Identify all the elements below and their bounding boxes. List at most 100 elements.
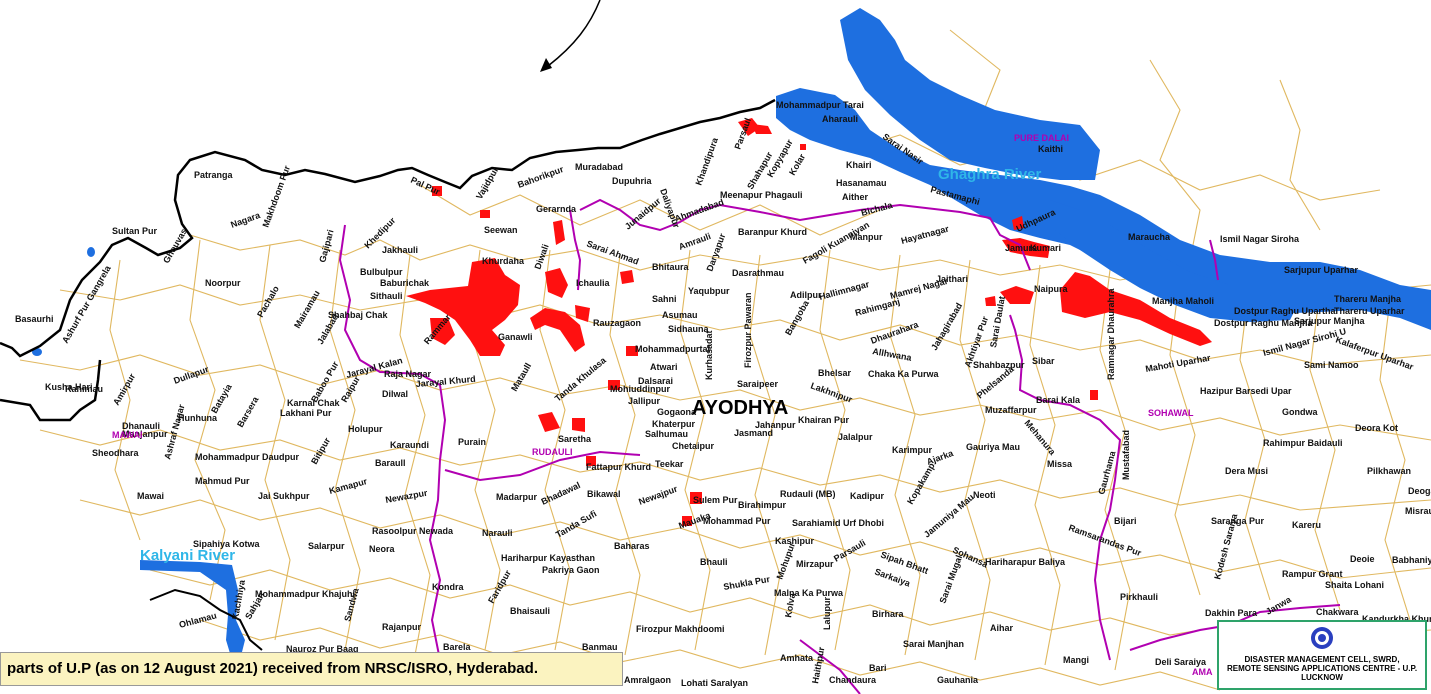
village-label: Amirpur (111, 371, 137, 407)
inundated-patch (626, 346, 638, 356)
village-label: Manjanpur (122, 429, 168, 439)
credit-line-3: LUCKNOW (1301, 673, 1343, 682)
village-label: Dasrathmau (732, 268, 784, 278)
village-label: Meenapur Phagauli (720, 190, 803, 200)
village-label: Hunhuna (178, 413, 218, 423)
inundated-patch (530, 308, 585, 352)
credit-line-1: DISASTER MANAGEMENT CELL, SWRD, (1244, 655, 1400, 664)
river-label-kalyani: Kalyani River (140, 547, 235, 564)
village-label: Amrauli (677, 231, 712, 252)
village-label: Lalupur (822, 597, 832, 630)
village-label: Tanda Sufi (554, 508, 598, 539)
village-label: Baharas (614, 541, 650, 551)
inundated-patch (586, 456, 596, 466)
village-label: Newajpur (637, 483, 679, 506)
village-label: Sarjupur Manjha (1294, 316, 1366, 326)
village-label: Dupuhria (612, 176, 652, 186)
village-label: Ohlamau (178, 610, 218, 630)
village-label: Khurdaha (482, 256, 525, 266)
village-label: Patranga (194, 170, 234, 180)
village-label: Mohammadpur Tarai (776, 100, 864, 110)
village-label: Rahimpur Baidauli (1263, 438, 1343, 448)
village-label: Mohammadpur Khajuhi (255, 589, 355, 599)
village-label: Jalalpur (838, 432, 873, 442)
inundated-patch (682, 516, 692, 526)
ghaghra-upper-water (840, 8, 1100, 180)
tehsil-label: MAWAI (112, 430, 143, 440)
village-label: Firozpur Makhdoomi (636, 624, 725, 634)
village-label: Jasmand (734, 428, 773, 438)
village-label: Gauhania (937, 675, 979, 685)
village-label: Khandipura (693, 135, 720, 186)
tehsil-label: RUDAULI (532, 447, 573, 457)
village-label: Ahmadabad (673, 197, 725, 224)
village-label: Sulem Pur (693, 495, 738, 505)
tehsil-label: SOHAWAL (1148, 408, 1194, 418)
village-label: Naipura (1034, 284, 1069, 294)
village-label: Bulbulpur (360, 267, 403, 277)
village-label: Mehanura (1022, 418, 1058, 458)
inundated-patch (553, 220, 565, 245)
village-label: Teekar (655, 459, 684, 469)
village-label: Sultan Pur (112, 226, 158, 236)
village-label: Jai Sukhpur (258, 491, 310, 501)
village-label: Hasanamau (836, 178, 887, 188)
village-label: Ramnagar Dhaurahra (1106, 287, 1116, 380)
village-label: Bangoba (783, 298, 811, 337)
village-label: Khairi (846, 160, 872, 170)
inundated-patch (1012, 216, 1024, 230)
village-label: Atwari (650, 362, 678, 372)
village-label: Rudauli (MB) (780, 489, 836, 499)
village-label: Neora (369, 544, 396, 554)
village-label: Mairamau (292, 289, 322, 330)
village-label: Basaurhi (15, 314, 54, 324)
village-label: Parsauli (832, 538, 867, 564)
village-label: Mahmud Pur (195, 476, 250, 486)
village-label: Bikawal (587, 489, 621, 499)
inundated-patch (985, 296, 996, 306)
village-label: Barai Kala (1036, 395, 1081, 405)
village-label: Missa (1047, 459, 1073, 469)
village-label: Mustafabad (1121, 430, 1131, 480)
village-label: Sipahiya Kotwa (193, 539, 261, 549)
village-label: Kadipur (850, 491, 884, 501)
village-label: Rampur Grant (1282, 569, 1343, 579)
village-label: Khairan Pur (798, 415, 850, 425)
village-label: Sahni (652, 294, 677, 304)
village-label: Kamapur (328, 476, 369, 496)
village-label: Birahimpur (738, 500, 787, 510)
village-label: Baraull (375, 458, 406, 468)
village-label: Amhata (780, 653, 814, 663)
village-label: Rauzagaon (593, 318, 641, 328)
village-label: Fattapur Khurd (586, 462, 651, 472)
village-label: Thareru Uparhar (1334, 306, 1405, 316)
ghaghra-flood-water (776, 88, 1431, 330)
village-label: Purain (458, 437, 486, 447)
village-label: Gogaona (657, 407, 697, 417)
inundated-patch (1000, 286, 1034, 304)
village-label: Sahjan (243, 590, 266, 621)
village-label: Gerarnda (536, 204, 577, 214)
village-label: Shukla Pur (723, 574, 772, 592)
village-label: Sami Namoo (1304, 360, 1359, 370)
village-label: Deogarh (1408, 486, 1431, 496)
ghaghra-lower-channel (1050, 200, 1300, 322)
village-label: Chakwara (1316, 607, 1360, 617)
village-label: Bari (869, 663, 887, 673)
village-label: Sarai Ahmad (585, 238, 640, 266)
village-label: Sidhauna (668, 324, 709, 334)
inundated-patch (406, 258, 520, 356)
village-label: Kareru (1292, 520, 1321, 530)
village-label: Aharauli (822, 114, 858, 124)
village-label: Neoti (973, 490, 996, 500)
village-label: Raja Nagar (384, 369, 432, 379)
village-label: Birhara (872, 609, 905, 619)
inundated-patch (538, 412, 560, 432)
inundated-patch (620, 270, 634, 284)
village-label: Chaka Ka Purwa (868, 369, 940, 379)
inundated-patch (1060, 272, 1212, 346)
inundated-patch (690, 492, 702, 504)
village-label: Lakhnipur (809, 380, 854, 404)
village-label: Hayatnagar (900, 223, 950, 245)
village-label: Haithpur (810, 646, 826, 685)
